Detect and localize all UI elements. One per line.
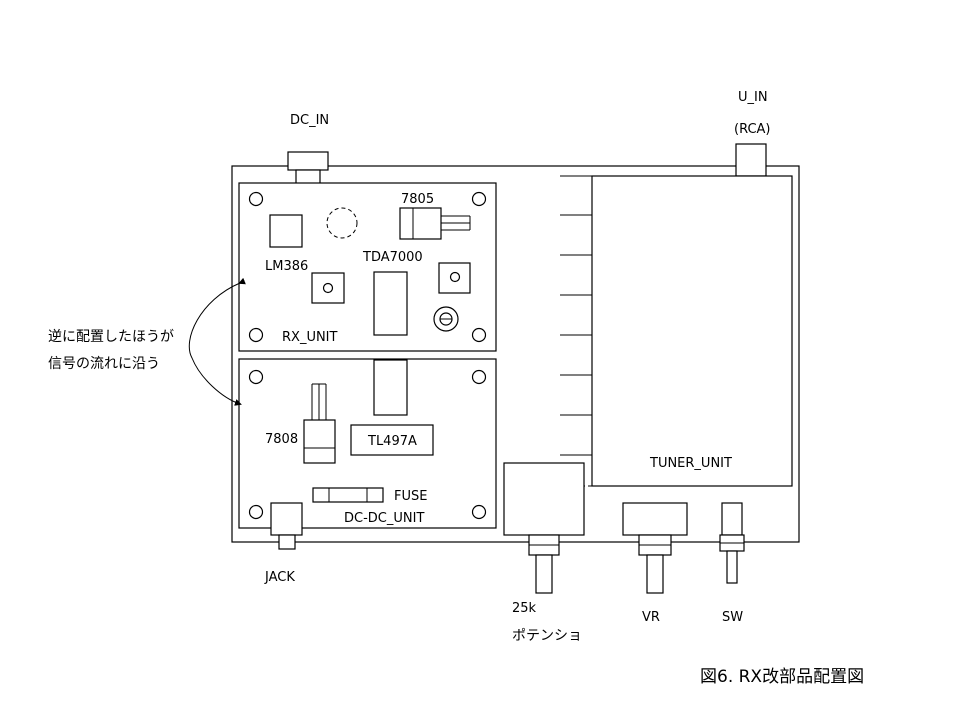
tda7000-chip — [373, 271, 408, 336]
potentiometer-25k — [503, 462, 585, 594]
note-line-1: 逆に配置したほうが — [48, 329, 174, 345]
fuse-holder — [312, 487, 384, 503]
rca-label: (RCA) — [734, 122, 771, 137]
swap-arrow — [188, 277, 246, 406]
pot-25k-label: 25k — [512, 601, 537, 616]
dashed-circle-part — [326, 207, 358, 239]
sw-switch — [719, 502, 745, 584]
potentiometer-label: ポテンショ — [512, 628, 582, 644]
dcdc-top-component — [373, 359, 408, 416]
tuner-unit — [560, 175, 793, 487]
u-in-rca-connector — [735, 143, 767, 177]
label-tda7000: TDA7000 — [362, 250, 423, 265]
note-line-2: 信号の流れに沿う — [48, 356, 160, 372]
rx-trim-knob — [433, 306, 459, 332]
dcdc-unit-board: 7808 TL497A FUSE DC-DC_UNIT — [238, 358, 497, 529]
regulator-7805 — [399, 207, 471, 240]
lm386-chip — [269, 214, 303, 248]
vr-volume — [622, 502, 688, 594]
label-7808: 7808 — [265, 432, 298, 447]
vr-label: VR — [642, 610, 660, 625]
label-dcdc-unit: DC-DC_UNIT — [344, 511, 424, 526]
regulator-7808 — [303, 383, 336, 464]
label-tl497a: TL497A — [367, 434, 417, 449]
label-lm386: LM386 — [265, 259, 308, 274]
rx-unit-board: 7805 LM386 TDA7000 RX_UNIT — [238, 182, 497, 352]
tuner-unit-label: TUNER_UNIT — [649, 456, 732, 471]
jack-connector — [270, 502, 303, 550]
u-in-label: U_IN — [738, 90, 768, 105]
label-fuse: FUSE — [394, 489, 427, 504]
jack-label: JACK — [264, 570, 295, 585]
trimmer-rx-left — [311, 272, 345, 304]
tl497a-chip — [350, 424, 434, 456]
dc-in-label: DC_IN — [290, 113, 329, 128]
label-7805: 7805 — [401, 192, 434, 207]
trimmer-rx-right — [438, 262, 471, 294]
figure-caption: 図6. RX改部品配置図 — [700, 667, 864, 687]
sw-label: SW — [722, 610, 743, 625]
label-rx-unit: RX_UNIT — [282, 330, 338, 345]
